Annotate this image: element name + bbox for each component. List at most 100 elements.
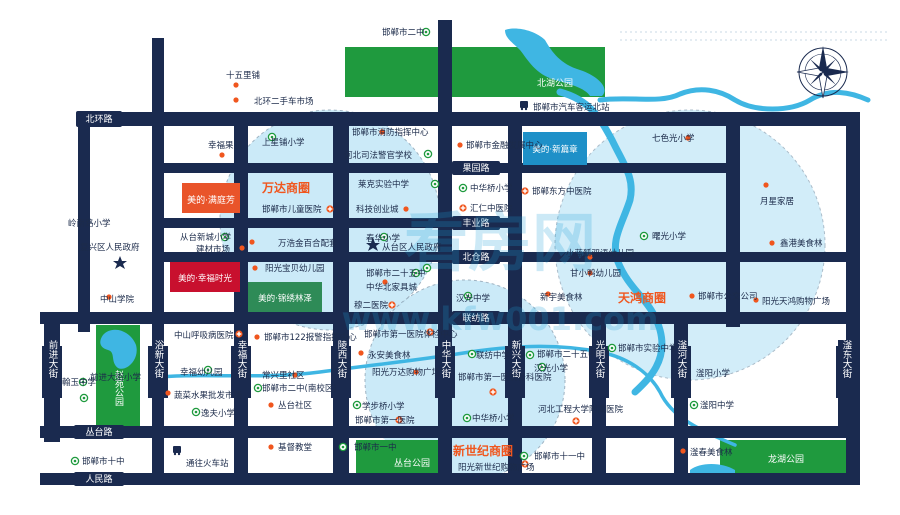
district-label-wanda: 万达商圈 — [261, 180, 310, 195]
poi-dot-icon — [239, 245, 245, 251]
poi-label: 北环二手车市场 — [254, 96, 314, 107]
project-label-mansion: 美的·满庭芳 — [187, 194, 235, 206]
poi-dot-icon — [769, 240, 775, 246]
poi-label: 曙光小学 — [652, 231, 687, 242]
school-icon — [423, 149, 433, 159]
road-beihuan[interactable] — [78, 112, 858, 126]
school-icon — [458, 183, 468, 193]
hospital-icon — [521, 187, 529, 195]
bus-icon — [520, 101, 528, 111]
poi-label: 中山学院 — [100, 294, 135, 305]
poi-dot-icon — [165, 390, 171, 396]
road-label-beihuan: 北环路 — [85, 113, 112, 125]
poi-label: 幸福幼儿园 — [180, 367, 223, 378]
poi-label: 邯郸市十中 — [82, 456, 125, 467]
school-icon — [338, 442, 348, 452]
project-label-xingfu: 美的·幸福时光 — [178, 273, 232, 284]
school-icon — [639, 231, 649, 241]
watermark: 看房网 www.kfw001.com — [342, 207, 659, 338]
road-xingfu[interactable] — [234, 112, 248, 482]
poi-dot-icon — [233, 97, 239, 103]
poi-label: 邯郸市消防指挥中心 — [352, 127, 429, 138]
road-label-shouye: 丰业路 — [462, 217, 489, 229]
poi-label: 滏阳小学 — [696, 368, 731, 379]
poi-label: 阳光新世纪购物广场 — [458, 462, 535, 473]
project-label-bluebox: 美的·新篇章 — [532, 144, 578, 155]
poi-label: 邯郸市实验中学 — [618, 343, 678, 354]
road-label-zhonghua: 中华大街 — [440, 339, 452, 379]
star-icon — [113, 256, 127, 269]
poi-label: 联纺中学 — [476, 350, 511, 361]
poi-label: 鑫港美食林 — [780, 238, 823, 249]
project-block-jinxiu[interactable] — [248, 282, 322, 312]
poi-label: 邯郸东方中医院 — [532, 186, 592, 197]
poi-label: 河北工程大学附属医院 — [538, 404, 624, 415]
poi-label: 新宇美食林 — [540, 292, 583, 303]
poi-label: 科技创业城 — [356, 204, 399, 215]
school-icon — [519, 451, 529, 461]
poi-dot-icon — [254, 334, 260, 340]
road-label-beige: 北仓路 — [462, 251, 489, 263]
park-congtai[interactable] — [356, 440, 441, 475]
decor-dotted-lines — [620, 31, 890, 41]
poi-label: 中华桥小学 — [472, 413, 515, 424]
poi-label: 邯郸市一中 — [354, 442, 397, 453]
project-block-mansion[interactable] — [182, 183, 240, 213]
poi-label: 阳光宝贝幼儿园 — [265, 263, 325, 274]
poi-dot-icon — [268, 402, 274, 408]
poi-label: 河北司法警官学校 — [344, 150, 413, 161]
poi-label: 前进大街小学 — [90, 372, 142, 383]
district-label-tianhong: 天鸿商圈 — [618, 290, 666, 305]
poi-label: 月星家居 — [760, 196, 794, 207]
poi-label: 从台区人民政府 — [382, 242, 442, 253]
poi-label: 建材市场 — [196, 244, 230, 255]
project-block-bluebox[interactable] — [523, 132, 587, 165]
poi-label: 汇仁中医院 — [470, 203, 513, 214]
poi-label: 莱克实验中学 — [358, 179, 410, 190]
poi-label: 幸福果园 — [208, 140, 242, 151]
hospital-icon — [235, 330, 243, 338]
poi-label: 邯郸市122报警指挥中心 — [264, 332, 357, 343]
road-yuxin[interactable] — [152, 38, 164, 485]
poi-label: 邯郸市金融发展中心 — [466, 140, 543, 151]
compass-rose-icon — [796, 46, 849, 99]
poi-dot-icon — [680, 448, 686, 454]
poi-label: 邯郸市二十五中 — [537, 349, 597, 360]
road-xinxing[interactable] — [508, 112, 522, 482]
hospital-icon — [459, 204, 467, 212]
school-icon — [462, 413, 472, 423]
poi-label: 逸夫小学 — [201, 408, 236, 419]
poi-label: 翰玉中学 — [62, 377, 97, 388]
road-label-xinxing: 新兴大街 — [510, 339, 522, 379]
poi-label: 邯郸市第一医院 — [355, 415, 415, 426]
poi-label: 汉光小学 — [534, 363, 569, 374]
poi-label: 十五里铺 — [226, 70, 261, 81]
road-label-lianfang: 联纺路 — [462, 312, 489, 324]
poi-dot-icon — [268, 444, 274, 450]
school-icon — [352, 400, 362, 410]
poi-dot-icon — [219, 152, 225, 158]
project-block-xingfu[interactable] — [170, 262, 240, 292]
poi-label: 中华桥小学 — [470, 183, 513, 194]
poi-label: 学步桥小学 — [362, 401, 405, 412]
poi-markers — [70, 27, 775, 468]
poi-label: 中山呼吸病医院 — [174, 330, 234, 341]
poi-label: 穆二医院 — [354, 300, 389, 311]
road-lingxi[interactable] — [333, 112, 349, 482]
park-longhu[interactable] — [720, 440, 852, 475]
poi-label: 春华小学 — [366, 233, 401, 244]
poi-label: 中华北家具城 — [366, 282, 418, 293]
poi-label: 阳光万达购物广场 — [372, 367, 440, 378]
star-icon — [366, 238, 380, 251]
poi-label: 滏春美食林 — [690, 447, 733, 458]
road-left-edge — [78, 112, 90, 332]
poi-label: 邯郸市汽车客运北站 — [533, 102, 610, 113]
school-icon — [253, 383, 263, 393]
park-label-zhaoyuan: 赵苑公园 — [113, 369, 124, 407]
poi-label: 汉光中学 — [456, 293, 491, 304]
park-label-longhu: 龙湖公园 — [768, 453, 804, 465]
road-label-xingfu: 幸福大街 — [236, 340, 248, 379]
road-label-congtai: 丛台路 — [85, 426, 112, 438]
hospital-icon — [489, 388, 497, 396]
